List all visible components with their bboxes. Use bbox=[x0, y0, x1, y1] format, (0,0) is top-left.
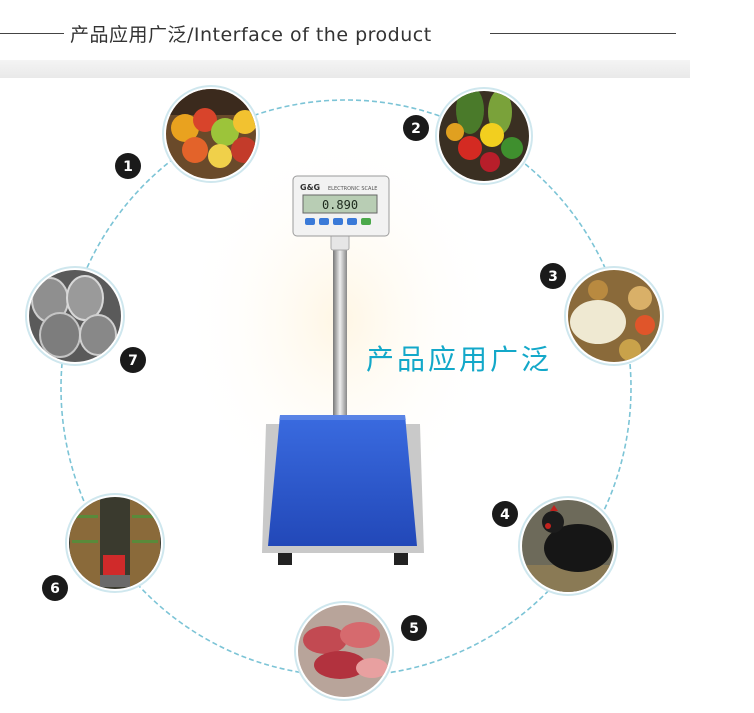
svg-text:7: 7 bbox=[128, 353, 138, 369]
badge-6: 6 bbox=[42, 575, 68, 601]
badge-3: 3 bbox=[540, 263, 566, 289]
badge-2: 2 bbox=[403, 115, 429, 141]
scale-platform bbox=[262, 415, 424, 565]
badge-5: 5 bbox=[401, 615, 427, 641]
application-bubble-warehouse bbox=[65, 493, 165, 593]
header-band bbox=[0, 60, 690, 78]
svg-text:5: 5 bbox=[409, 621, 419, 637]
badge-4: 4 bbox=[492, 501, 518, 527]
scale-model-label: ELECTRONIC SCALE bbox=[328, 186, 377, 192]
svg-text:2: 2 bbox=[411, 121, 421, 137]
header-line-right bbox=[490, 33, 676, 34]
application-bubble-vegetables bbox=[435, 87, 533, 185]
keypad bbox=[305, 218, 371, 225]
lcd-reading: 0.890 bbox=[322, 198, 358, 212]
application-bubble-fruit-market bbox=[162, 85, 260, 183]
application-bubble-grains bbox=[564, 266, 664, 366]
scale-indicator: G&G ELECTRONIC SCALE 0.890 bbox=[292, 175, 390, 237]
header-title: 产品应用广泛/Interface of the product bbox=[70, 24, 432, 46]
svg-text:6: 6 bbox=[50, 581, 60, 597]
lcd-screen bbox=[302, 194, 378, 214]
svg-text:1: 1 bbox=[123, 159, 133, 175]
center-caption: 产品应用广泛 bbox=[366, 343, 553, 376]
scale-pole bbox=[333, 246, 347, 422]
application-bubble-steel-coils bbox=[25, 266, 125, 366]
svg-text:3: 3 bbox=[548, 269, 558, 285]
scale-brand: G&G bbox=[300, 183, 320, 192]
header-line-left bbox=[0, 33, 64, 34]
badge-7: 7 bbox=[120, 347, 146, 373]
svg-text:4: 4 bbox=[500, 507, 510, 523]
application-bubble-poultry bbox=[518, 496, 618, 596]
application-bubble-meat bbox=[294, 601, 394, 701]
badge-1: 1 bbox=[115, 153, 141, 179]
section-header: 产品应用广泛/Interface of the product bbox=[0, 12, 690, 56]
platform-scale-illustration: G&G ELECTRONIC SCALE 0.890 bbox=[262, 175, 424, 565]
